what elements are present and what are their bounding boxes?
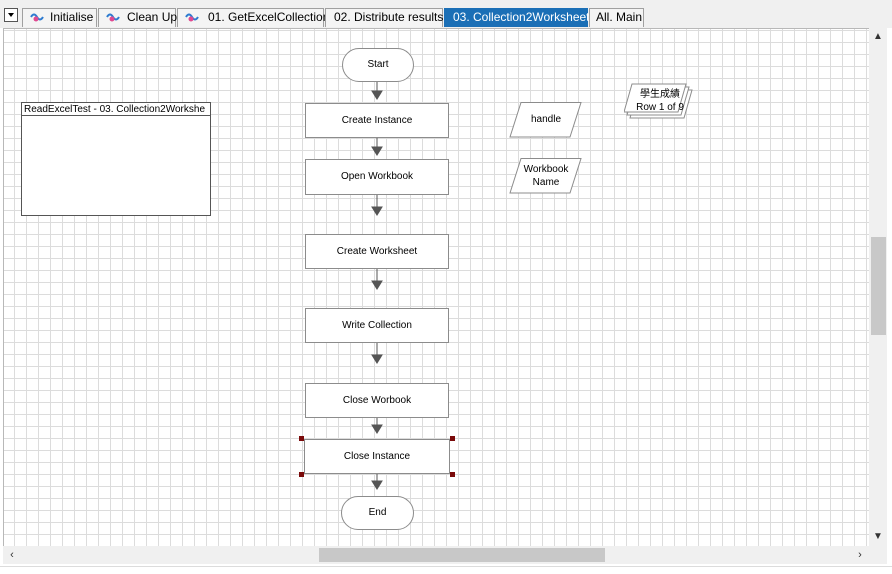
process-icon bbox=[30, 13, 44, 22]
data-item-shape bbox=[509, 102, 582, 138]
flow-connectors bbox=[371, 81, 383, 490]
start-stage[interactable]: Start bbox=[342, 48, 414, 82]
tab-label: 03. Collection2Worksheet bbox=[453, 10, 590, 24]
stage-label: Create Worksheet bbox=[336, 246, 418, 257]
selection-handle[interactable] bbox=[299, 472, 304, 477]
selection-handle[interactable] bbox=[450, 436, 455, 441]
tab-label: All. Main bbox=[596, 10, 643, 24]
action-stage-create-instance[interactable]: Create Instance bbox=[305, 103, 449, 138]
horizontal-scrollbar[interactable]: ‹ › bbox=[3, 546, 869, 564]
action-stage-create-worksheet[interactable]: Create Worksheet bbox=[305, 234, 449, 269]
action-stage-close-instance[interactable]: Close Instance bbox=[304, 439, 450, 474]
tab-03-collection2worksheet[interactable]: 03. Collection2Worksheet bbox=[444, 8, 590, 27]
tab-label: 01. GetExcelCollection bbox=[208, 10, 330, 24]
stage-label: Open Workbook bbox=[340, 171, 414, 182]
tab-bar: Initialise Clean Up 01. GetExcelCollecti… bbox=[0, 0, 892, 28]
vertical-scroll-thumb[interactable] bbox=[871, 237, 886, 335]
selection-handle[interactable] bbox=[299, 436, 304, 441]
scroll-down-icon[interactable]: ▼ bbox=[873, 531, 883, 542]
action-stage-close-workbook[interactable]: Close Worbook bbox=[305, 383, 449, 418]
process-info-title: ReadExcelTest - 03. Collection2Workshe bbox=[22, 103, 210, 116]
tab-label: Initialise bbox=[50, 10, 94, 24]
tab-01-getexcelcollection[interactable]: 01. GetExcelCollection bbox=[177, 8, 329, 27]
horizontal-scroll-thumb[interactable] bbox=[319, 548, 605, 562]
tab-label: Clean Up bbox=[127, 10, 178, 24]
data-item-label: handle bbox=[530, 114, 562, 125]
process-diagram-canvas[interactable]: ReadExcelTest - 03. Collection2Workshe S… bbox=[3, 28, 869, 546]
tab-list-dropdown-button[interactable] bbox=[4, 8, 18, 22]
stage-label: Close Worbook bbox=[342, 395, 412, 406]
process-icon bbox=[106, 13, 120, 22]
tab-clean-up[interactable]: Clean Up bbox=[98, 8, 178, 27]
data-item-handle[interactable]: handle bbox=[509, 102, 583, 138]
stage-label: Create Instance bbox=[341, 115, 413, 126]
scroll-right-icon[interactable]: › bbox=[858, 549, 862, 561]
process-icon bbox=[185, 13, 199, 22]
collection-name: 學生成績 bbox=[640, 89, 680, 100]
scrollbar-corner bbox=[869, 546, 887, 564]
data-item-workbook-name[interactable]: Workbook Name bbox=[509, 158, 583, 194]
tab-02-distribute-results[interactable]: 02. Distribute results bbox=[325, 8, 443, 27]
process-info-box[interactable]: ReadExcelTest - 03. Collection2Workshe bbox=[21, 102, 211, 216]
status-strip bbox=[0, 566, 892, 574]
selection-handle[interactable] bbox=[450, 472, 455, 477]
start-stage-label: Start bbox=[367, 59, 389, 70]
tab-all-main[interactable]: All. Main bbox=[589, 8, 644, 27]
action-stage-write-collection[interactable]: Write Collection bbox=[305, 308, 449, 343]
action-stage-open-workbook[interactable]: Open Workbook bbox=[305, 159, 449, 195]
end-stage[interactable]: End bbox=[341, 496, 414, 530]
data-item-label: Workbook bbox=[523, 164, 569, 175]
collection-stack-icon bbox=[624, 83, 693, 119]
data-item-shape bbox=[509, 158, 582, 194]
scroll-left-icon[interactable]: ‹ bbox=[10, 549, 14, 561]
end-stage-label: End bbox=[368, 507, 387, 518]
collection-row-info: Row 1 of 9 bbox=[636, 102, 684, 113]
vertical-scrollbar[interactable]: ▲ ▼ bbox=[869, 28, 887, 546]
collection-item[interactable]: 學生成績 Row 1 of 9 bbox=[624, 82, 696, 122]
stage-label: Close Instance bbox=[343, 451, 411, 462]
tab-initialise[interactable]: Initialise bbox=[22, 8, 97, 27]
data-item-label: Name bbox=[532, 177, 560, 188]
window-edge bbox=[887, 28, 892, 566]
stage-label: Write Collection bbox=[342, 320, 412, 331]
scroll-up-icon[interactable]: ▲ bbox=[873, 31, 883, 42]
tab-label: 02. Distribute results bbox=[334, 10, 444, 24]
